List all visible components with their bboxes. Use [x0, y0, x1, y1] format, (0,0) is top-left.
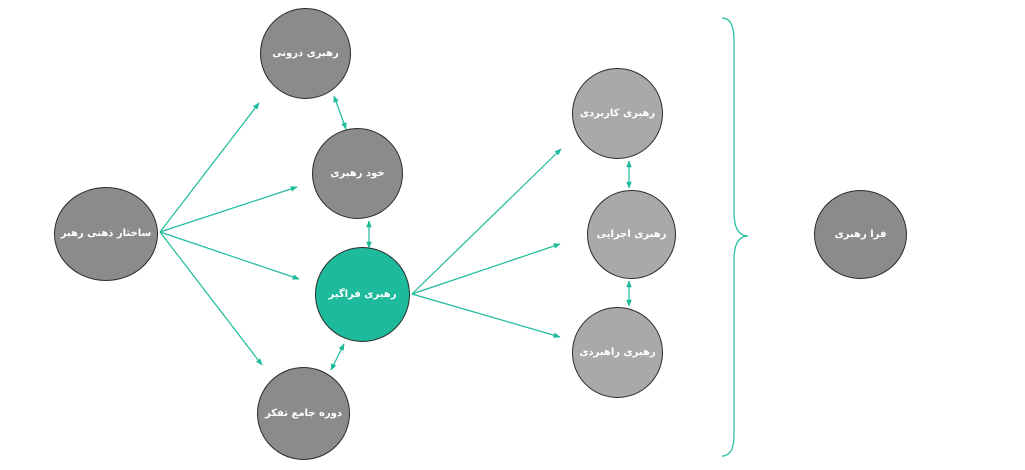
arrow-comprehensive-to-strategic	[411, 293, 561, 338]
node-label: رهبری راهبردی	[579, 346, 656, 358]
arrow-inner-self	[333, 95, 347, 130]
node-meta-leadership: فرا رهبری	[814, 190, 907, 279]
node-label: خود رهبری	[330, 167, 385, 179]
arrow-source-to-course	[159, 231, 263, 366]
node-label: رهبری درونی	[272, 47, 339, 59]
node-label: رهبری اجرایی	[596, 228, 667, 240]
arrow-source-to-self	[159, 186, 298, 233]
arrow-source-to-inner	[159, 102, 260, 233]
node-executive-leadership: رهبری اجرایی	[587, 190, 676, 279]
arrow-comprehensive-course	[330, 343, 345, 371]
node-self-leadership: خود رهبری	[312, 128, 403, 219]
node-applied-leadership: رهبری کاربردی	[572, 68, 663, 159]
node-thinking-course: دوره جامع تفکر	[257, 367, 350, 460]
node-label: ساختار ذهنی رهبر	[60, 228, 152, 239]
node-label: دوره جامع تفکر	[265, 407, 342, 419]
node-label: رهبری فراگیر	[328, 288, 397, 300]
node-label: فرا رهبری	[834, 228, 887, 240]
node-label: رهبری کاربردی	[579, 107, 656, 119]
arrow-comprehensive-to-executive	[411, 243, 561, 295]
node-comprehensive-leadership: رهبری فراگیر	[315, 247, 410, 342]
arrow-comprehensive-to-applied	[411, 148, 562, 295]
curly-brace	[721, 17, 749, 457]
node-strategic-leadership: رهبری راهبردی	[572, 307, 663, 398]
node-leader-mindset: ساختار ذهنی رهبر	[54, 187, 158, 281]
arrow-source-to-comprehensive	[159, 231, 300, 280]
node-inner-leadership: رهبری درونی	[260, 8, 351, 99]
